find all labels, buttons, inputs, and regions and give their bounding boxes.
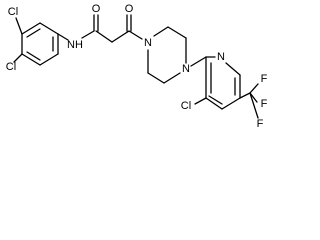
bond bbox=[153, 26, 169, 37]
bond bbox=[111, 30, 130, 43]
bond bbox=[249, 83, 259, 94]
bond bbox=[26, 51, 41, 61]
bond bbox=[95, 30, 113, 43]
bond bbox=[225, 62, 241, 76]
bond bbox=[57, 33, 69, 41]
bond bbox=[221, 97, 241, 110]
fluorine-label: F bbox=[257, 118, 264, 130]
chemical-structure: Cl Cl NH O O N N N Cl F F F bbox=[6, 3, 268, 130]
chlorine-label: Cl bbox=[6, 61, 16, 73]
pyridine-nitrogen-label: N bbox=[217, 51, 225, 63]
bond bbox=[239, 92, 251, 99]
bond bbox=[128, 30, 143, 40]
bond bbox=[190, 56, 207, 67]
bond bbox=[249, 92, 259, 119]
chlorine-label: Cl bbox=[8, 6, 18, 18]
bond bbox=[39, 53, 59, 66]
atom-labels: Cl Cl NH O O N N N Cl F F F bbox=[6, 3, 268, 130]
amide-oxygen-label: O bbox=[92, 3, 101, 15]
bond bbox=[163, 72, 181, 84]
bond bbox=[208, 95, 223, 105]
bonds bbox=[13, 14, 259, 119]
chlorine-label: Cl bbox=[181, 100, 191, 112]
bond bbox=[194, 97, 207, 105]
bond bbox=[13, 53, 23, 63]
bond bbox=[167, 26, 187, 39]
bond bbox=[147, 72, 165, 84]
fluorine-label: F bbox=[261, 73, 268, 85]
bond bbox=[249, 92, 258, 103]
bond bbox=[26, 28, 41, 38]
bond bbox=[15, 17, 23, 35]
bond bbox=[21, 22, 41, 35]
piperazine-nitrogen-label: N bbox=[144, 37, 152, 49]
fluorine-label: F bbox=[261, 98, 268, 110]
amide-nitrogen-label: NH bbox=[67, 39, 83, 51]
bond bbox=[81, 30, 95, 39]
piperazine-nitrogen-label: N bbox=[182, 63, 190, 75]
bond bbox=[39, 22, 59, 35]
bond bbox=[21, 53, 41, 66]
ketone-oxygen-label: O bbox=[125, 3, 134, 15]
bond bbox=[205, 97, 223, 110]
